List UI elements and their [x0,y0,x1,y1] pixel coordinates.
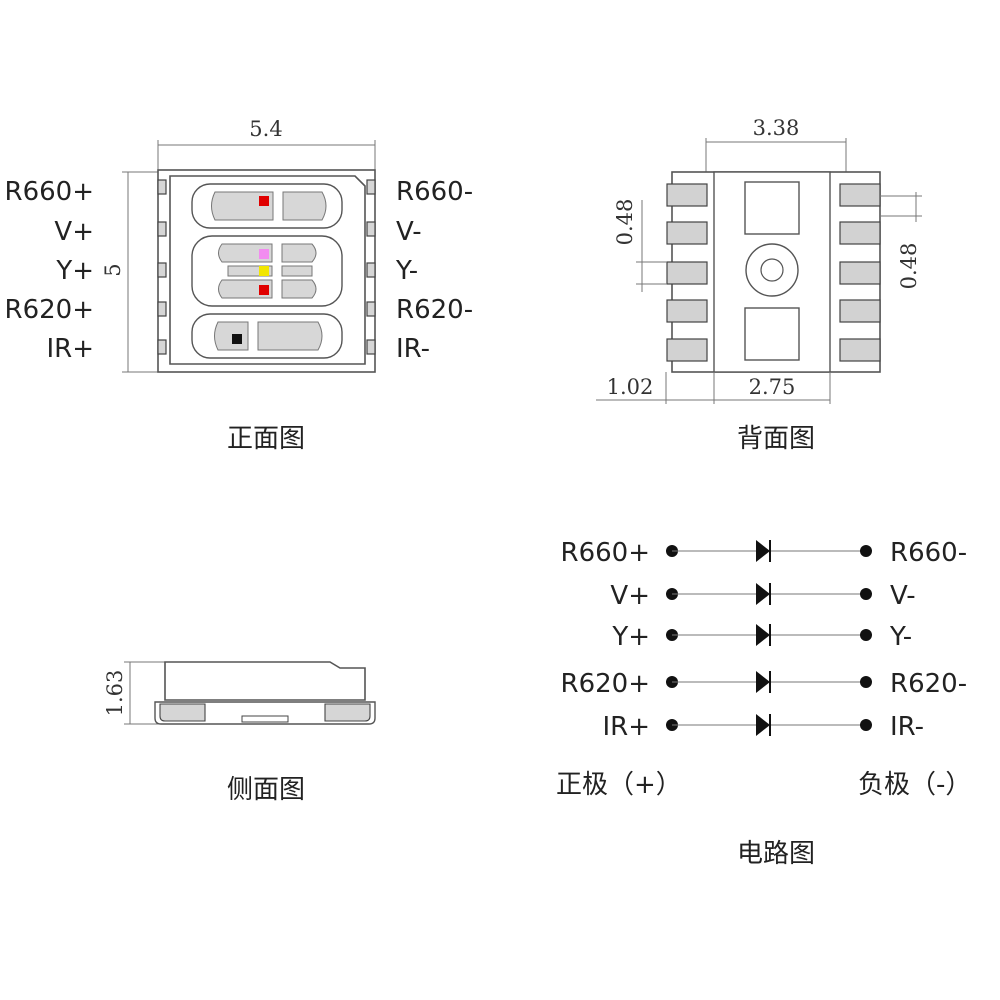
front-view-caption: 正面图 [227,424,305,454]
circuit-row: R660+ R660- [561,538,968,568]
circuit-node [860,545,872,557]
back-pad [839,221,881,245]
front-left-pin-label: R620+ [5,295,94,325]
cathode-polarity-label: 负极（-） [858,770,971,800]
circuit-cathode-label: Y- [889,622,912,652]
front-width-dimension: 5.4 [249,117,282,141]
circuit-node [860,719,872,731]
circuit-node [860,629,872,641]
front-pin-tab [157,262,167,278]
back-pad [666,221,708,245]
circuit-diagram: R660+ R660- V+ V- Y+ Y- R620+ [556,538,971,869]
back-pad [839,338,881,362]
front-pin-tab [366,179,376,195]
back-pad [666,183,708,207]
circuit-anode-label: IR+ [602,712,650,742]
circuit-anode-label: Y+ [611,622,650,652]
diode-icon [756,624,770,646]
front-pad-area [227,265,273,277]
back-view: 3.38 0.48 0.48 1.02 [596,116,922,454]
front-pin-tab [157,301,167,317]
front-left-pin-label: R660+ [5,177,94,207]
front-pin-tab [366,262,376,278]
anode-polarity-label: 正极（+） [556,770,682,800]
front-view: 5.4 5 [5,117,474,454]
side-height-dimension: 1.63 [103,670,127,717]
circuit-cathode-label: R660- [890,538,967,568]
back-pad [666,299,708,323]
back-center-mark-inner [760,258,784,282]
front-right-pin-label: IR- [396,334,430,364]
diode-icon [756,714,770,736]
back-right-pitch-dimension: 0.48 [897,243,921,290]
front-pad-area [282,191,327,221]
side-view-caption: 侧面图 [227,775,305,805]
front-pad-area [281,243,317,263]
circuit-row: Y+ Y- [611,622,912,652]
front-right-pin-label: R620- [396,295,473,325]
back-pad [839,183,881,207]
chip-ir [232,334,242,344]
circuit-cathode-label: V- [890,581,916,611]
chip-v [259,249,269,259]
diode-icon [756,583,770,605]
front-pad-area [211,191,274,221]
front-pin-tab [366,301,376,317]
back-thermal-pad-bottom [744,307,800,361]
side-center-pad [241,715,289,723]
back-pad [839,261,881,285]
circuit-caption: 电路图 [737,839,815,869]
circuit-anode-label: V+ [610,581,650,611]
back-pad [839,299,881,323]
front-left-pin-label: IR+ [46,334,94,364]
front-pin-tab [366,221,376,237]
front-pad-area [218,243,273,263]
front-right-pin-label: V- [396,217,422,247]
front-pin-tab [157,179,167,195]
front-left-pin-label: Y+ [55,256,94,286]
back-width-dimension: 3.38 [753,116,800,140]
back-left-pitch-dimension: 0.48 [613,199,637,246]
back-pad [666,338,708,362]
chip-r620 [259,285,269,295]
front-height-dimension: 5 [101,263,125,276]
circuit-cathode-label: IR- [890,712,924,742]
side-lead [159,703,206,722]
front-pad-area [281,265,313,277]
back-view-caption: 背面图 [737,424,815,454]
back-pad [666,261,708,285]
back-bottom-width-dimension: 2.75 [749,375,796,399]
front-pin-tab [157,339,167,355]
diode-icon [756,671,770,693]
chip-r660 [259,196,269,206]
back-thermal-pad-top [744,181,800,235]
circuit-row: R620+ R620- [561,669,968,699]
side-lead [324,703,371,722]
front-pad-area [214,321,249,351]
side-package-base [154,701,376,725]
front-left-pin-label: V+ [54,217,94,247]
circuit-node [860,676,872,688]
front-right-pin-label: R660- [396,177,473,207]
side-view: 1.63 侧面图 [103,661,376,805]
chip-y [259,266,269,276]
side-package-top [164,661,366,701]
back-pad-length-dimension: 1.02 [607,375,654,399]
diode-icon [756,540,770,562]
circuit-cathode-label: R620- [890,669,967,699]
front-pin-tab [157,221,167,237]
circuit-anode-label: R660+ [561,538,650,568]
front-pad-area [218,279,273,299]
circuit-anode-label: R620+ [561,669,650,699]
circuit-node [860,588,872,600]
circuit-row: V+ V- [610,581,915,611]
front-pin-tab [366,339,376,355]
circuit-row: IR+ IR- [602,712,924,742]
front-pad-area [281,279,317,299]
front-right-pin-label: Y- [395,256,418,286]
front-pad-area [257,321,323,351]
